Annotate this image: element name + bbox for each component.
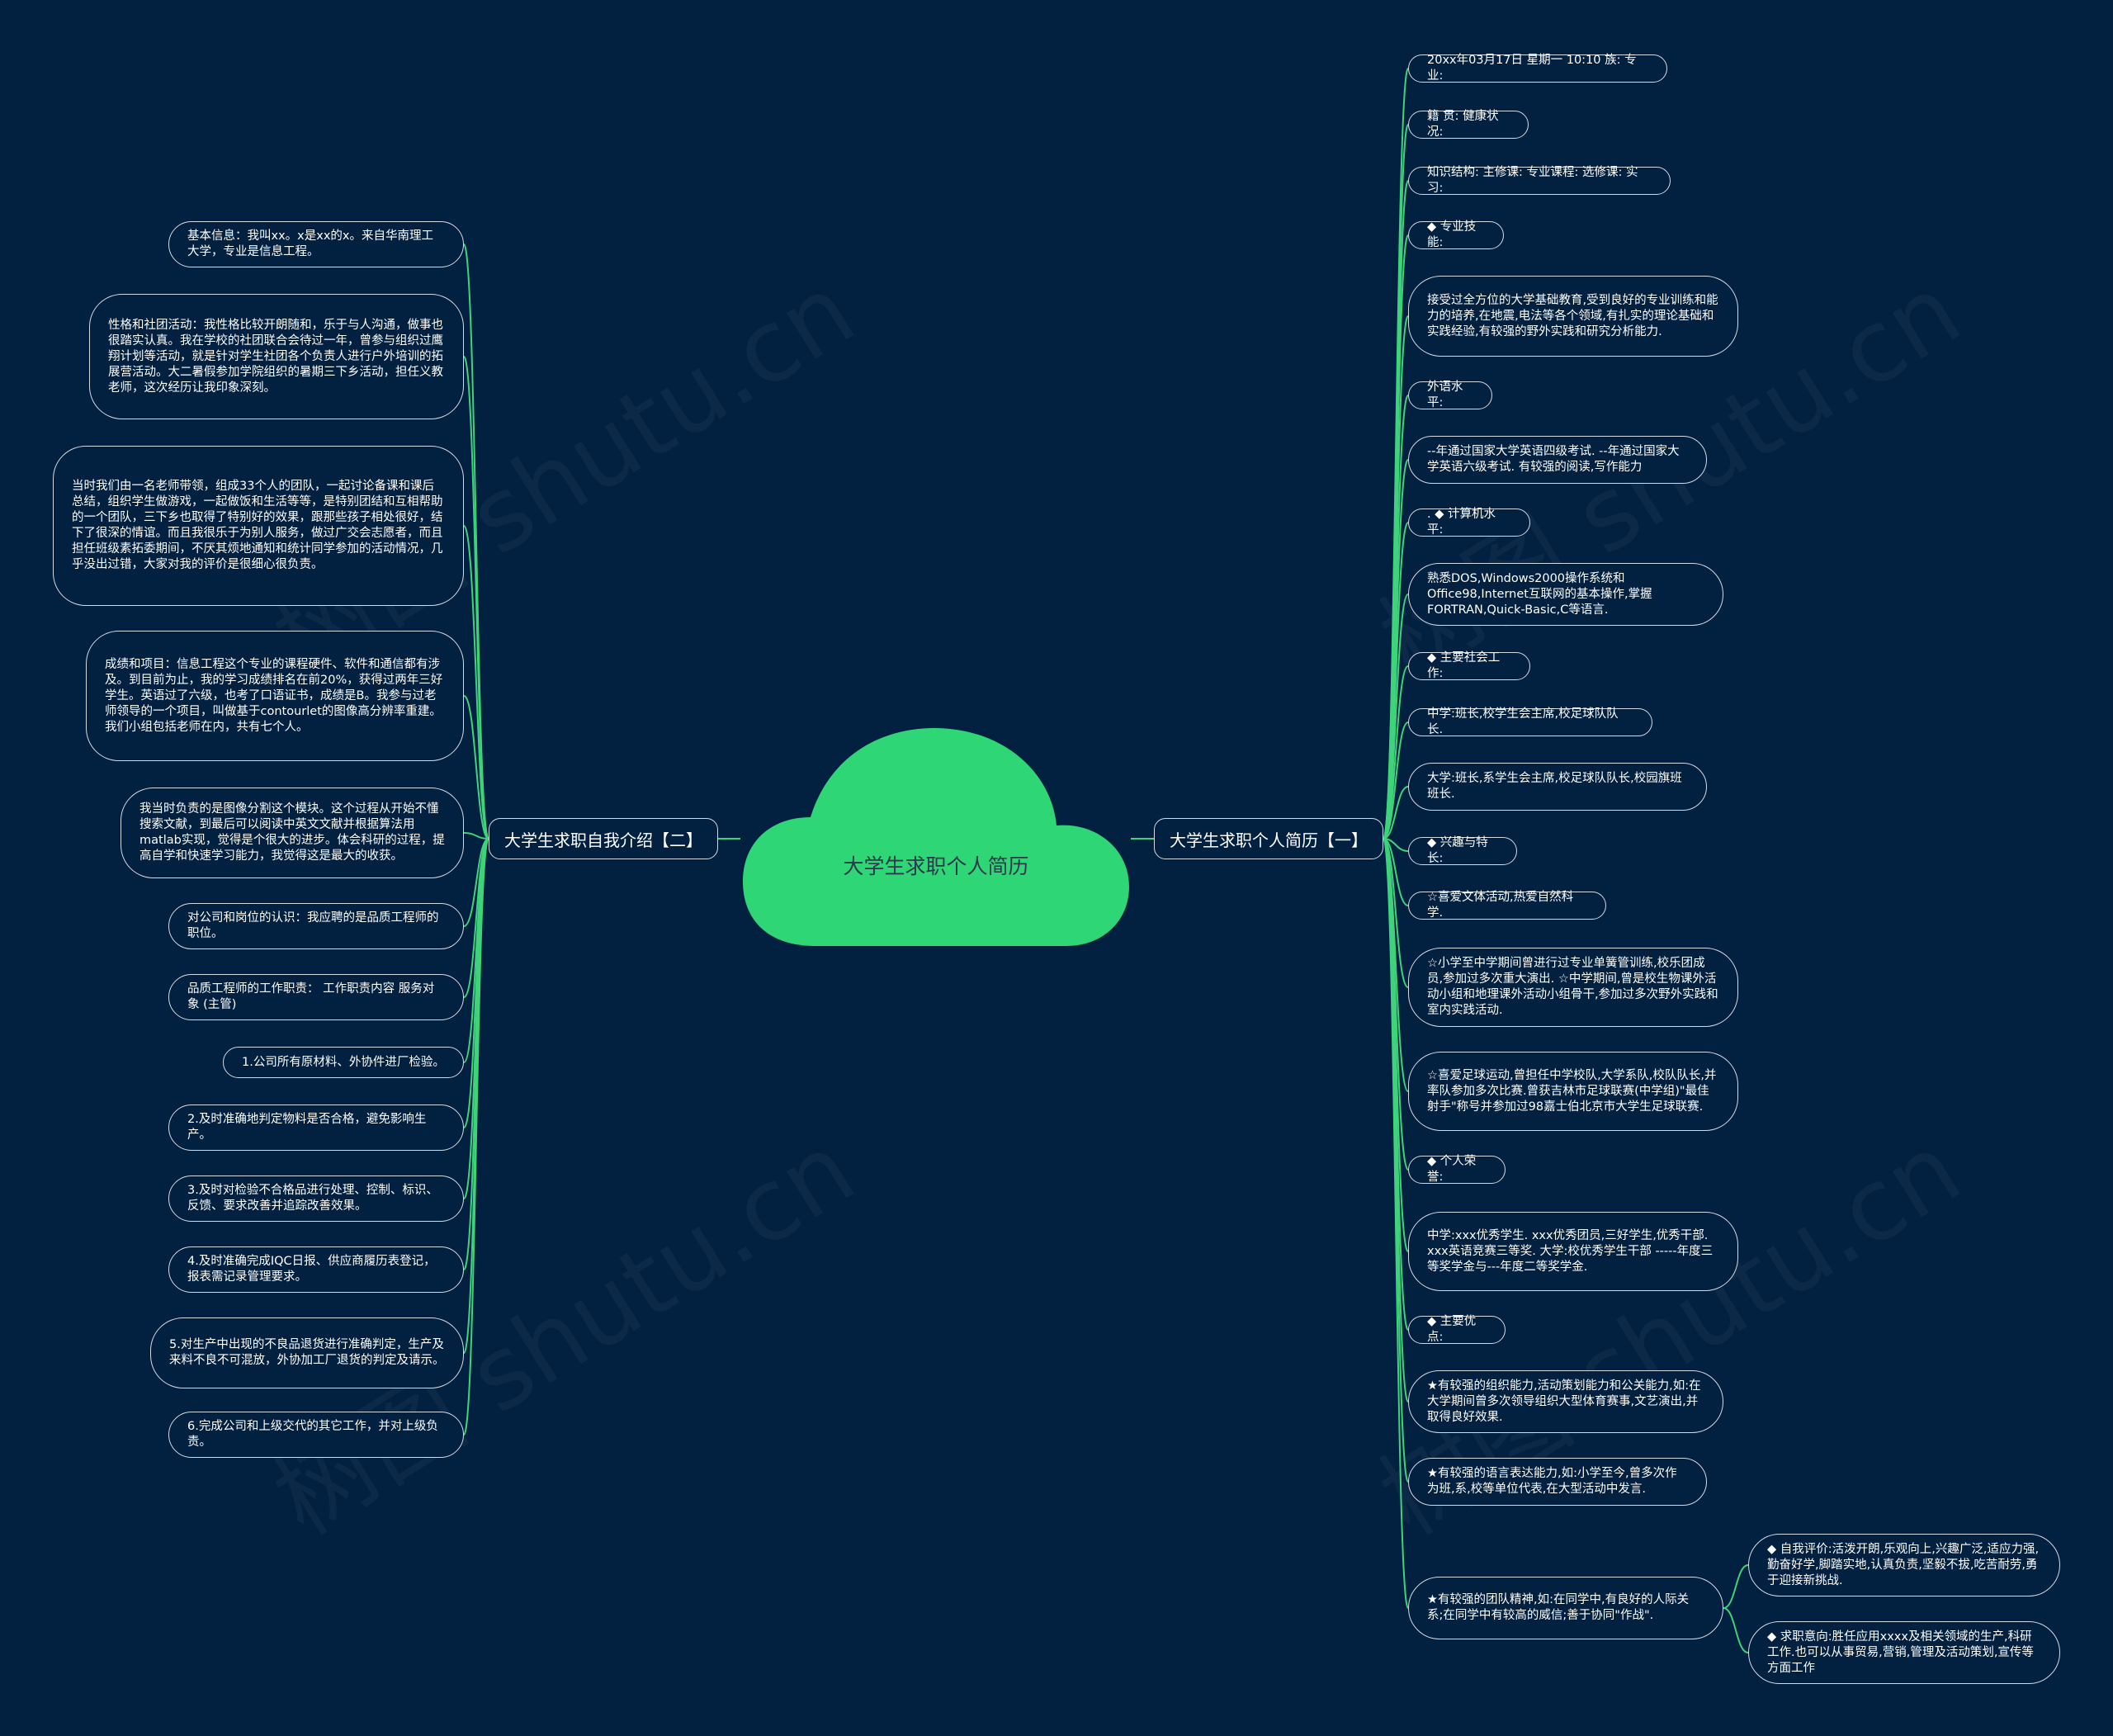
- node-text: 4.及时准确完成IQC日报、供应商履历表登记，报表需记录管理要求。: [187, 1255, 436, 1284]
- node-text: ◆ 兴趣与特长:: [1427, 836, 1488, 865]
- left-item[interactable]: 1.公司所有原材料、外协件进厂检验。: [223, 1047, 464, 1078]
- node-text: ◆ 个人荣誉:: [1427, 1155, 1477, 1184]
- node-text: ★有较强的团队精神,如:在同学中,有良好的人际关系;在同学中有较高的威信;善于协…: [1427, 1593, 1690, 1622]
- left-item[interactable]: 成绩和项目：信息工程这个专业的课程硬件、软件和通信都有涉及。到目前为止，我的学习…: [86, 631, 464, 761]
- right-item[interactable]: ◆ 主要社会工作:: [1408, 651, 1530, 680]
- right-sub-item[interactable]: ◆ 自我评价:活泼开朗,乐观向上,兴趣广泛,适应力强,勤奋好学,脚踏实地,认真负…: [1748, 1534, 2060, 1596]
- left-item[interactable]: 5.对生产中出现的不良品退货进行准确判定，生产及来料不良不可混放，外协加工厂退货…: [150, 1317, 464, 1388]
- node-text: 籍 贯: 健康状况:: [1427, 110, 1499, 139]
- node-text: 外语水平:: [1427, 381, 1463, 409]
- node-text: 20xx年03月17日 星期一 10:10 族: 专 业:: [1427, 54, 1637, 83]
- right-item[interactable]: 外语水平:: [1408, 381, 1492, 409]
- node-text: --年通过国家大学英语四级考试. --年通过国家大学英语六级考试. 有较强的阅读…: [1427, 445, 1680, 474]
- node-text: ◆ 主要优点:: [1427, 1315, 1477, 1344]
- node-text: ◆ 自我评价:活泼开朗,乐观向上,兴趣广泛,适应力强,勤奋好学,脚踏实地,认真负…: [1767, 1542, 2040, 1587]
- left-item[interactable]: 性格和社团活动：我性格比较开朗随和，乐于与人沟通，做事也很踏实认真。我在学校的社…: [89, 294, 464, 419]
- right-item[interactable]: 中学:班长,校学生会主席,校足球队队长.: [1408, 707, 1652, 736]
- right-sub-item[interactable]: ◆ 求职意向:胜任应用xxxx及相关领域的生产,科研工作.也可以从事贸易,营销,…: [1748, 1621, 2060, 1684]
- left-item[interactable]: 4.及时准确完成IQC日报、供应商履历表登记，报表需记录管理要求。: [168, 1246, 464, 1293]
- right-item[interactable]: . ◆ 计算机水平:: [1408, 508, 1530, 537]
- left-item[interactable]: 3.及时对检验不合格品进行处理、控制、标识、反馈、要求改善并追踪改善效果。: [168, 1175, 464, 1222]
- node-text: ★有较强的组织能力,活动策划能力和公关能力,如:在大学期间曾多次领导组织大型体育…: [1427, 1379, 1701, 1424]
- node-text: ☆喜爱文体活动,热爱自然科学.: [1427, 891, 1574, 920]
- right-item[interactable]: ◆ 个人荣誉:: [1408, 1155, 1506, 1184]
- node-text: ☆小学至中学期间曾进行过专业单簧管训练,校乐团成员,参加过多次重大演出. ☆中学…: [1427, 957, 1718, 1017]
- right-item[interactable]: 籍 贯: 健康状况:: [1408, 110, 1529, 139]
- node-text: 对公司和岗位的认识：我应聘的是品质工程师的职位。: [187, 911, 439, 940]
- right-item[interactable]: --年通过国家大学英语四级考试. --年通过国家大学英语六级考试. 有较强的阅读…: [1408, 436, 1707, 484]
- node-text: 知识结构: 主修课: 专业课程: 选修课: 实习:: [1427, 166, 1638, 195]
- left-item[interactable]: 基本信息：我叫xx。x是xx的x。来自华南理工大学，专业是信息工程。: [168, 221, 464, 267]
- node-text: 3.及时对检验不合格品进行处理、控制、标识、反馈、要求改善并追踪改善效果。: [187, 1184, 438, 1213]
- left-item[interactable]: 6.完成公司和上级交代的其它工作，并对上级负责。: [168, 1412, 464, 1458]
- left-item[interactable]: 对公司和岗位的认识：我应聘的是品质工程师的职位。: [168, 903, 464, 949]
- node-text: 中学:班长,校学生会主席,校足球队队长.: [1427, 707, 1619, 736]
- right-item[interactable]: ☆喜爱文体活动,热爱自然科学.: [1408, 891, 1606, 920]
- node-text: 2.及时准确地判定物料是否合格，避免影响生产。: [187, 1113, 427, 1142]
- right-item[interactable]: ★有较强的语言表达能力,如:小学至今,曾多次作为班,系,校等单位代表,在大型活动…: [1408, 1458, 1707, 1506]
- right-item[interactable]: ★有较强的组织能力,活动策划能力和公关能力,如:在大学期间曾多次领导组织大型体育…: [1408, 1370, 1723, 1433]
- node-text: 基本信息：我叫xx。x是xx的x。来自华南理工大学，专业是信息工程。: [187, 229, 433, 258]
- right-item[interactable]: 20xx年03月17日 星期一 10:10 族: 专 业:: [1408, 54, 1667, 83]
- right-item[interactable]: ◆ 专业技能:: [1408, 220, 1504, 249]
- node-text: 品质工程师的工作职责： 工作职责内容 服务对象 (主管): [187, 982, 435, 1011]
- node-text: 当时我们由一名老师带领，组成33个人的团队，一起讨论备课和课后总结，组织学生做游…: [72, 480, 443, 571]
- left-item[interactable]: 我当时负责的是图像分割这个模块。这个过程从开始不懂搜索文献，到最后可以阅读中英文…: [121, 788, 464, 878]
- node-text: 性格和社团活动：我性格比较开朗随和，乐于与人沟通，做事也很踏实认真。我在学校的社…: [108, 318, 443, 395]
- node-text: 熟悉DOS,Windows2000操作系统和Office98,Internet互…: [1427, 571, 1652, 617]
- node-text: 5.对生产中出现的不良品退货进行准确判定，生产及来料不良不可混放，外协加工厂退货…: [169, 1338, 445, 1367]
- right-item[interactable]: ☆喜爱足球运动,曾担任中学校队,大学系队,校队队长,并率队参加多次比赛.曾获吉林…: [1408, 1052, 1738, 1131]
- node-text: 成绩和项目：信息工程这个专业的课程硬件、软件和通信都有涉及。到目前为止，我的学习…: [105, 657, 443, 734]
- right-item[interactable]: ★有较强的团队精神,如:在同学中,有良好的人际关系;在同学中有较高的威信;善于协…: [1408, 1577, 1723, 1639]
- node-text: ◆ 主要社会工作:: [1427, 651, 1501, 680]
- node-text: 中学:xxx优秀学生. xxx优秀团员,三好学生,优秀干部. xxx英语竞赛三等…: [1427, 1228, 1714, 1274]
- right-item[interactable]: 中学:xxx优秀学生. xxx优秀团员,三好学生,优秀干部. xxx英语竞赛三等…: [1408, 1212, 1738, 1291]
- node-text: 接受过全方位的大学基础教育,受到良好的专业训练和能力的培养,在地震,电法等各个领…: [1427, 293, 1718, 338]
- right-item[interactable]: ☆小学至中学期间曾进行过专业单簧管训练,校乐团成员,参加过多次重大演出. ☆中学…: [1408, 948, 1738, 1027]
- branch-left[interactable]: 大学生求职自我介绍【二】: [489, 818, 718, 859]
- left-item[interactable]: 2.及时准确地判定物料是否合格，避免影响生产。: [168, 1105, 464, 1151]
- right-item[interactable]: 接受过全方位的大学基础教育,受到良好的专业训练和能力的培养,在地震,电法等各个领…: [1408, 276, 1738, 357]
- root-cloud-icon: [743, 728, 1129, 946]
- right-item[interactable]: 熟悉DOS,Windows2000操作系统和Office98,Internet互…: [1408, 563, 1723, 626]
- node-text: ◆ 求职意向:胜任应用xxxx及相关领域的生产,科研工作.也可以从事贸易,营销,…: [1767, 1630, 2034, 1675]
- right-item[interactable]: 知识结构: 主修课: 专业课程: 选修课: 实习:: [1408, 166, 1671, 195]
- node-text: ☆喜爱足球运动,曾担任中学校队,大学系队,校队队长,并率队参加多次比赛.曾获吉林…: [1427, 1068, 1717, 1114]
- root-title: 大学生求职个人简历: [843, 854, 1029, 878]
- node-text: . ◆ 计算机水平:: [1427, 508, 1496, 537]
- node-text: 我当时负责的是图像分割这个模块。这个过程从开始不懂搜索文献，到最后可以阅读中英文…: [139, 802, 445, 863]
- branch-right[interactable]: 大学生求职个人简历【一】: [1154, 818, 1383, 859]
- node-text: 大学:班长,系学生会主席,校足球队队长,校园旗班班长.: [1427, 772, 1682, 801]
- left-item[interactable]: 当时我们由一名老师带领，组成33个人的团队，一起讨论备课和课后总结，组织学生做游…: [53, 446, 464, 606]
- right-item[interactable]: ◆ 主要优点:: [1408, 1315, 1506, 1344]
- node-text: ◆ 专业技能:: [1427, 220, 1477, 249]
- node-text: 1.公司所有原材料、外协件进厂检验。: [242, 1055, 445, 1069]
- right-item[interactable]: 大学:班长,系学生会主席,校足球队队长,校园旗班班长.: [1408, 763, 1707, 811]
- node-text: 6.完成公司和上级交代的其它工作，并对上级负责。: [187, 1420, 438, 1449]
- node-text: ★有较强的语言表达能力,如:小学至今,曾多次作为班,系,校等单位代表,在大型活动…: [1427, 1467, 1677, 1496]
- right-item[interactable]: ◆ 兴趣与特长:: [1408, 836, 1517, 865]
- left-item[interactable]: 品质工程师的工作职责： 工作职责内容 服务对象 (主管): [168, 974, 464, 1020]
